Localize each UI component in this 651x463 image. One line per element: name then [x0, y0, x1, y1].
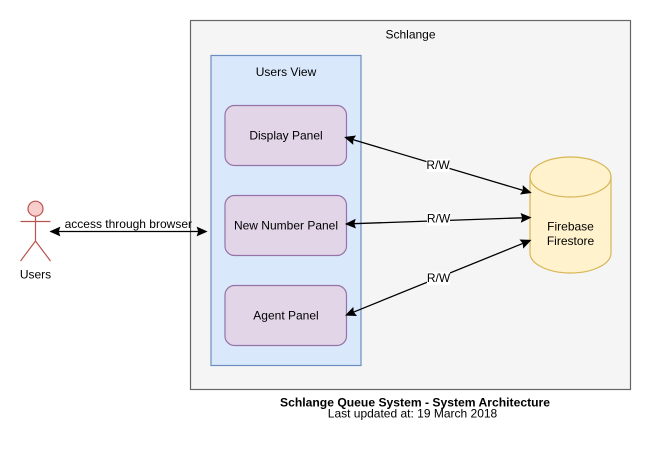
svg-text:access through browser: access through browser [65, 217, 192, 231]
svg-text:Firestore: Firestore [547, 234, 595, 248]
svg-text:R/W: R/W [426, 158, 450, 172]
svg-text:R/W: R/W [427, 271, 451, 285]
svg-text:Schlange Queue System - System: Schlange Queue System - System Architect… [280, 396, 550, 410]
svg-text:Firebase: Firebase [547, 220, 594, 234]
svg-text:Last updated at: 19 March 2018: Last updated at: 19 March 2018 [328, 407, 498, 421]
svg-text:R/W: R/W [427, 212, 451, 226]
svg-text:Schlange: Schlange [385, 28, 435, 42]
svg-text:Users View: Users View [256, 65, 317, 79]
svg-text:Display Panel: Display Panel [249, 129, 322, 143]
svg-text:New Number Panel: New Number Panel [234, 219, 338, 233]
svg-text:Agent Panel: Agent Panel [253, 309, 318, 323]
svg-text:Users: Users [20, 268, 51, 282]
